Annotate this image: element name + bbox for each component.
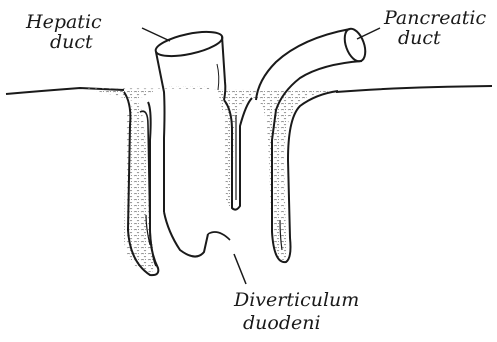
central-diverticulum-left-base [164,212,208,257]
hepatic-duct-opening [154,27,225,61]
hepatic-duct-inner-shadow [217,64,219,90]
hepatic-duct-left-wall [156,52,165,212]
pancreatic-duct-opening [341,26,370,64]
pancreatic-duct-label-line1: Pancreatic [384,8,486,28]
hepatic-duct [154,27,226,212]
leader-diverticulum [234,254,246,284]
hepatic-duct-label-line1: Hepatic [26,12,102,32]
central-diverticulum-right-base [208,232,230,240]
leader-hepatic [142,28,170,41]
diverticulum-label-line2: duodeni [243,313,321,333]
hepatic-duct-label-line2: duct [50,32,93,52]
diverticulum-label-line1: Diverticulum [234,290,359,310]
duodenum-wall-right [336,86,492,92]
wall-stipple [82,86,338,272]
leader-pancreatic [357,28,380,39]
pancreatic-duct-label-line2: duct [398,28,441,48]
